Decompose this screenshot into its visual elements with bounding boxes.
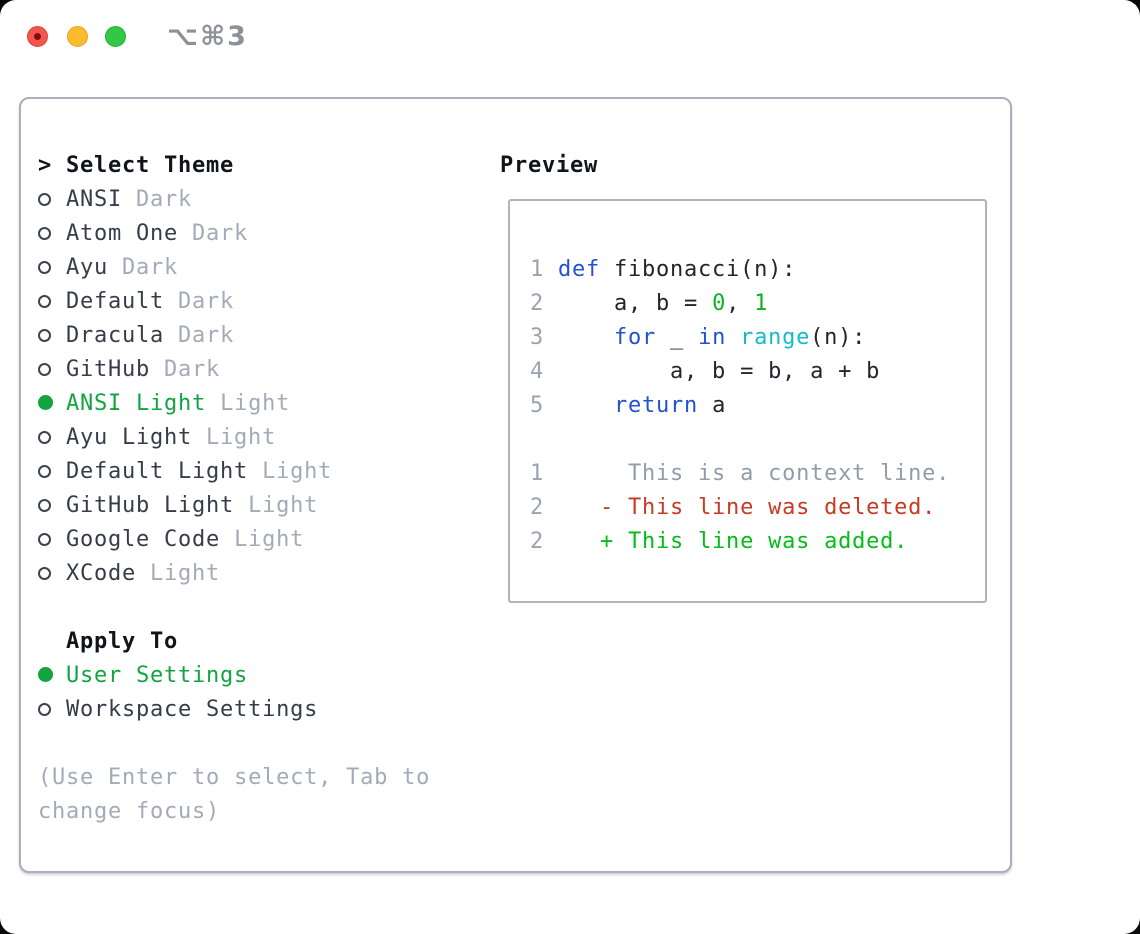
cursor-arrow-icon: >	[38, 152, 53, 178]
line-number: 2	[530, 529, 545, 554]
variant-tag: Dark	[178, 322, 235, 348]
minimize-button[interactable]	[67, 26, 88, 47]
code-line: 3 for _ in range(n):	[530, 321, 985, 355]
variant-tag: Dark	[164, 356, 221, 382]
line-number: 4	[530, 359, 545, 384]
code-line: 2 a, b = 0, 1	[530, 287, 985, 321]
diff-deleted-line: 2 - This line was deleted.	[530, 491, 985, 525]
help-text-line1: (Use Enter to select, Tab to	[38, 764, 431, 790]
diff-added-line: 2 + This line was added.	[530, 525, 985, 559]
radio-unselected-icon	[38, 702, 51, 716]
titlebar: ⌥⌘3	[0, 0, 1140, 70]
code-line: 5 return a	[530, 389, 985, 423]
radio-selected-icon	[38, 666, 53, 682]
radio-unselected-icon	[38, 532, 51, 546]
diff-context-line: 1 This is a context line.	[530, 457, 985, 491]
variant-tag: Dark	[136, 186, 193, 212]
spacer	[38, 590, 488, 624]
apply-to-header: Apply To	[38, 624, 488, 658]
radio-unselected-icon	[38, 294, 51, 308]
preview-header: Preview	[500, 148, 598, 182]
close-button[interactable]	[27, 26, 48, 47]
theme-selector-panel	[19, 97, 1012, 873]
zoom-button[interactable]	[105, 26, 126, 47]
spacer	[530, 423, 985, 457]
line-number: 2	[530, 291, 545, 316]
apply-option-workspace-settings[interactable]: Workspace Settings	[38, 692, 488, 726]
line-number: 1	[530, 461, 545, 486]
variant-tag: Light	[234, 526, 305, 552]
radio-selected-icon	[38, 394, 53, 410]
radio-unselected-icon	[38, 362, 51, 376]
spacer	[38, 726, 488, 760]
help-text-line2: change focus)	[38, 798, 221, 824]
variant-tag: Light	[150, 560, 221, 586]
select-theme-title: Select Theme	[66, 152, 235, 178]
variant-tag: Light	[220, 390, 291, 416]
apply-option-user-settings[interactable]: User Settings	[38, 658, 488, 692]
radio-unselected-icon	[38, 328, 51, 342]
variant-tag: Dark	[122, 254, 179, 280]
line-number: 2	[530, 495, 545, 520]
line-number: 1	[530, 257, 545, 282]
apply-to-title: Apply To	[66, 628, 179, 654]
variant-tag: Light	[248, 492, 319, 518]
line-number: 3	[530, 325, 545, 350]
variant-tag: Dark	[192, 220, 249, 246]
variant-tag: Dark	[178, 288, 235, 314]
radio-unselected-icon	[38, 192, 51, 206]
variant-tag: Light	[206, 424, 277, 450]
window-shortcut-label: ⌥⌘3	[167, 21, 248, 52]
radio-unselected-icon	[38, 566, 51, 580]
select-theme-header: > Select Theme	[38, 148, 488, 182]
line-number: 5	[530, 393, 545, 418]
preview-title: Preview	[500, 152, 599, 178]
radio-unselected-icon	[38, 464, 51, 478]
radio-unselected-icon	[38, 226, 51, 240]
radio-unselected-icon	[38, 430, 51, 444]
variant-tag: Light	[262, 458, 333, 484]
code-line: 4 a, b = b, a + b	[530, 355, 985, 389]
radio-unselected-icon	[38, 260, 51, 274]
radio-unselected-icon	[38, 498, 51, 512]
